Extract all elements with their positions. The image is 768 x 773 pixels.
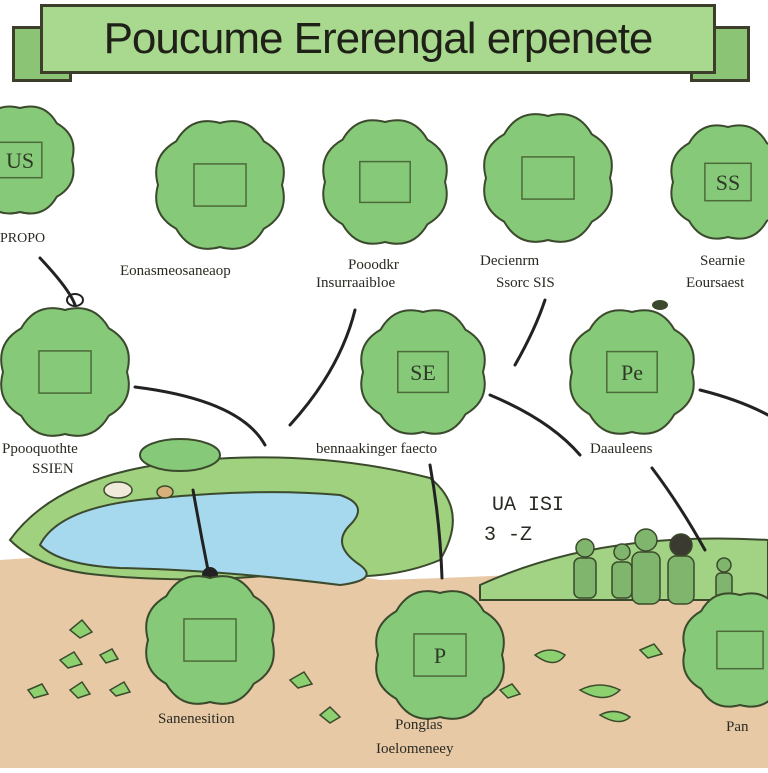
label-row2-3: Daauleens [590, 441, 653, 457]
badge-emblem [606, 350, 658, 394]
badge-glyph: US [6, 148, 34, 173]
badge-glyph: SS [716, 170, 740, 195]
label-row1-4b: Eoursaest [686, 275, 745, 291]
badge-emblem [0, 141, 43, 179]
badge-b10: P [375, 590, 505, 720]
badge-glyph: Pe [621, 360, 643, 385]
label-row2-1a: Ppooquothte [2, 441, 78, 457]
badge-shape [569, 309, 695, 435]
badge-b2 [155, 120, 285, 250]
label-row2-2: bennaakinger faecto [316, 441, 438, 457]
page-title: Poucume Ererengal erpenete [103, 14, 654, 63]
label-row1-3a: Decienrm [480, 253, 540, 269]
label-row1-2a: Pooodkr [348, 257, 399, 273]
badge-shape [0, 307, 130, 437]
badge-b1: US [0, 105, 75, 215]
badge-b3 [322, 119, 448, 245]
badge-glyph: SE [410, 360, 436, 385]
tree-clump [139, 438, 221, 472]
label-row2-1b: SSIEN [32, 461, 74, 477]
badge-b5: SS [670, 124, 768, 240]
badge-shape [483, 113, 613, 243]
label-row1-4a: Searnie [700, 253, 745, 269]
badge-shape [322, 119, 448, 245]
badge-emblem [397, 350, 449, 394]
badge-b4 [483, 113, 613, 243]
badge-shape [360, 309, 486, 435]
label-bottom-2a: Ponglas [395, 717, 443, 733]
label-bottom-1: Sanenesition [158, 711, 235, 727]
badge-b6 [0, 307, 130, 437]
panel-text-b: 3 -Z [484, 524, 533, 547]
rock [156, 485, 174, 499]
label-row1-3b: Ssorc SIS [496, 275, 555, 291]
badge-emblem [359, 160, 411, 204]
badge-shape [375, 590, 505, 720]
badge-emblem [38, 350, 92, 394]
label-top-left: PROPO [0, 231, 46, 246]
badge-b7: SE [360, 309, 486, 435]
badge-emblem [413, 633, 467, 677]
title-banner: Poucume Ererengal erpenete [40, 4, 716, 74]
label-bottom-3: Pan [726, 719, 749, 735]
panel-text-a: UA ISI [492, 494, 565, 517]
badge-emblem [716, 630, 764, 670]
rock [103, 481, 133, 499]
badge-b8: Pe [569, 309, 695, 435]
badge-emblem [183, 618, 237, 662]
label-row1-1: Eonasmeosaneaop [120, 263, 231, 279]
badge-shape [682, 592, 768, 708]
label-row1-2b: Insurraaibloe [316, 275, 396, 291]
badge-shape [155, 120, 285, 250]
connector-knot [652, 300, 668, 310]
badges-layer: US SS SE PeP [0, 105, 768, 720]
badge-b11 [682, 592, 768, 708]
badge-emblem [193, 163, 247, 207]
badge-shape [145, 575, 275, 705]
connector-lines [38, 256, 768, 580]
badge-emblem [521, 156, 575, 200]
badge-shape [670, 124, 768, 240]
badge-glyph: P [434, 643, 446, 668]
badge-b9 [145, 575, 275, 705]
badge-emblem [704, 162, 752, 202]
connector-knot [66, 293, 84, 307]
label-bottom-2b: Ioelomeneey [376, 741, 454, 757]
badge-shape [0, 105, 75, 215]
ground-leaves [26, 618, 664, 724]
